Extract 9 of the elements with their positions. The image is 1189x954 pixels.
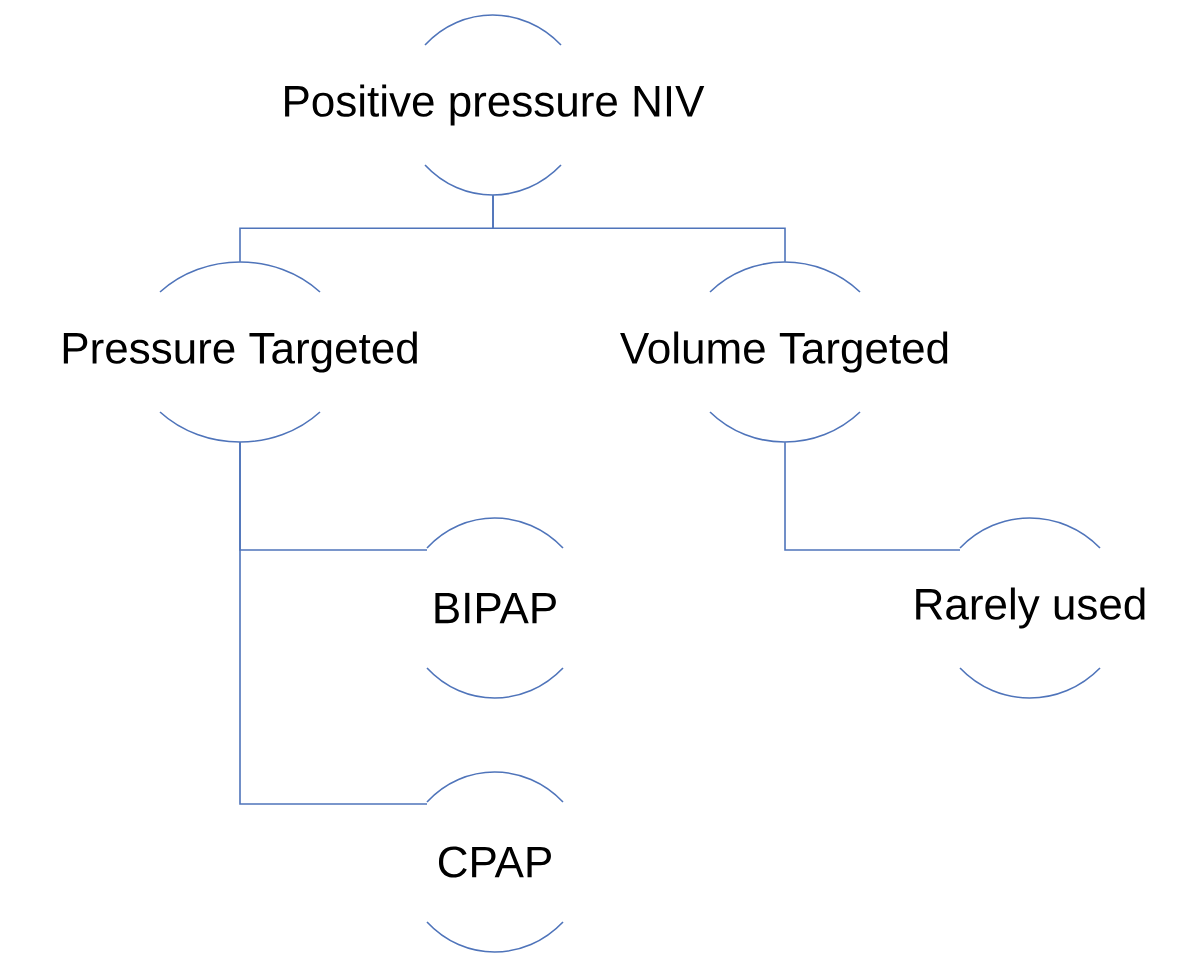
node-arcs: Volume Targeted [620,261,948,443]
node-arcs: Rarely used [916,517,1145,699]
node-arcs: Positive pressure NIV [285,14,705,196]
connector-line [784,441,961,551]
connector-line [492,194,786,263]
node-arcs: BIPAP [426,517,564,699]
node-arcs: CPAP [426,771,564,953]
connector-line [239,441,428,805]
node-arcs: Pressure Targeted [63,261,417,443]
